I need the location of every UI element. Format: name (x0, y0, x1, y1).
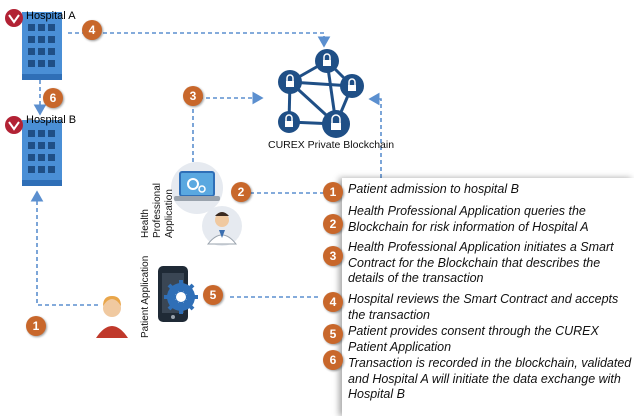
step-1-text: Patient admission to hospital B (348, 182, 519, 196)
step-6-text: Transaction is recorded in the blockchai… (348, 356, 632, 401)
steps-panel: 1 Patient admission to hospital B 2 Heal… (323, 178, 634, 416)
step-4-text: Hospital reviews the Smart Contract and … (348, 292, 619, 322)
hp-laptop-icon (171, 162, 223, 214)
step-2-text: Health Professional Application queries … (348, 204, 589, 234)
step-5-text: Patient provides consent through the CUR… (348, 324, 599, 354)
doctor-icon (202, 206, 242, 246)
diagram-badge-3: 3 (183, 86, 203, 106)
step-6-badge: 6 (323, 350, 343, 370)
hospital-b-label: Hospital B (26, 114, 77, 126)
patient-phone-icon (158, 266, 198, 322)
hospital-a-label: Hospital A (26, 10, 76, 22)
hospital-a-building-icon (5, 9, 62, 80)
connector-patient-hospitalb (30, 190, 98, 306)
connector-hp-blockchain (192, 91, 264, 162)
diagram-badge-6: 6 (43, 88, 63, 108)
diagram-badge-1: 1 (26, 316, 46, 336)
step-3-badge: 3 (323, 246, 343, 266)
hospital-b-building-icon (5, 116, 62, 186)
step-2: 2 Health Professional Application querie… (323, 204, 632, 235)
step-6: 6 Transaction is recorded in the blockch… (323, 350, 632, 403)
connector-hospitala-blockchain (68, 32, 331, 48)
step-1-badge: 1 (323, 182, 343, 202)
step-5-badge: 5 (323, 324, 343, 344)
step-2-badge: 2 (323, 214, 343, 234)
diagram-badge-5: 5 (203, 285, 223, 305)
step-5: 5 Patient provides consent through the C… (323, 324, 632, 355)
hp-app-label-text: Health Professional Application (140, 182, 175, 238)
diagram-badge-4: 4 (82, 20, 102, 40)
step-3-text: Health Professional Application initiate… (348, 240, 614, 285)
hp-app-label: Health Professional Application (140, 148, 176, 238)
diagram-badge-2: 2 (231, 182, 251, 202)
step-3: 3 Health Professional Application initia… (323, 240, 632, 287)
connector-panel-blockchain (368, 92, 382, 178)
patient-person-icon (96, 296, 128, 338)
step-4: 4 Hospital reviews the Smart Contract an… (323, 292, 632, 323)
blockchain-network-icon (278, 49, 364, 138)
patient-app-label: Patient Application (140, 255, 151, 338)
blockchain-label: CUREX Private Blockchain (268, 139, 395, 151)
step-4-badge: 4 (323, 292, 343, 312)
step-1: 1 Patient admission to hospital B (323, 182, 632, 202)
